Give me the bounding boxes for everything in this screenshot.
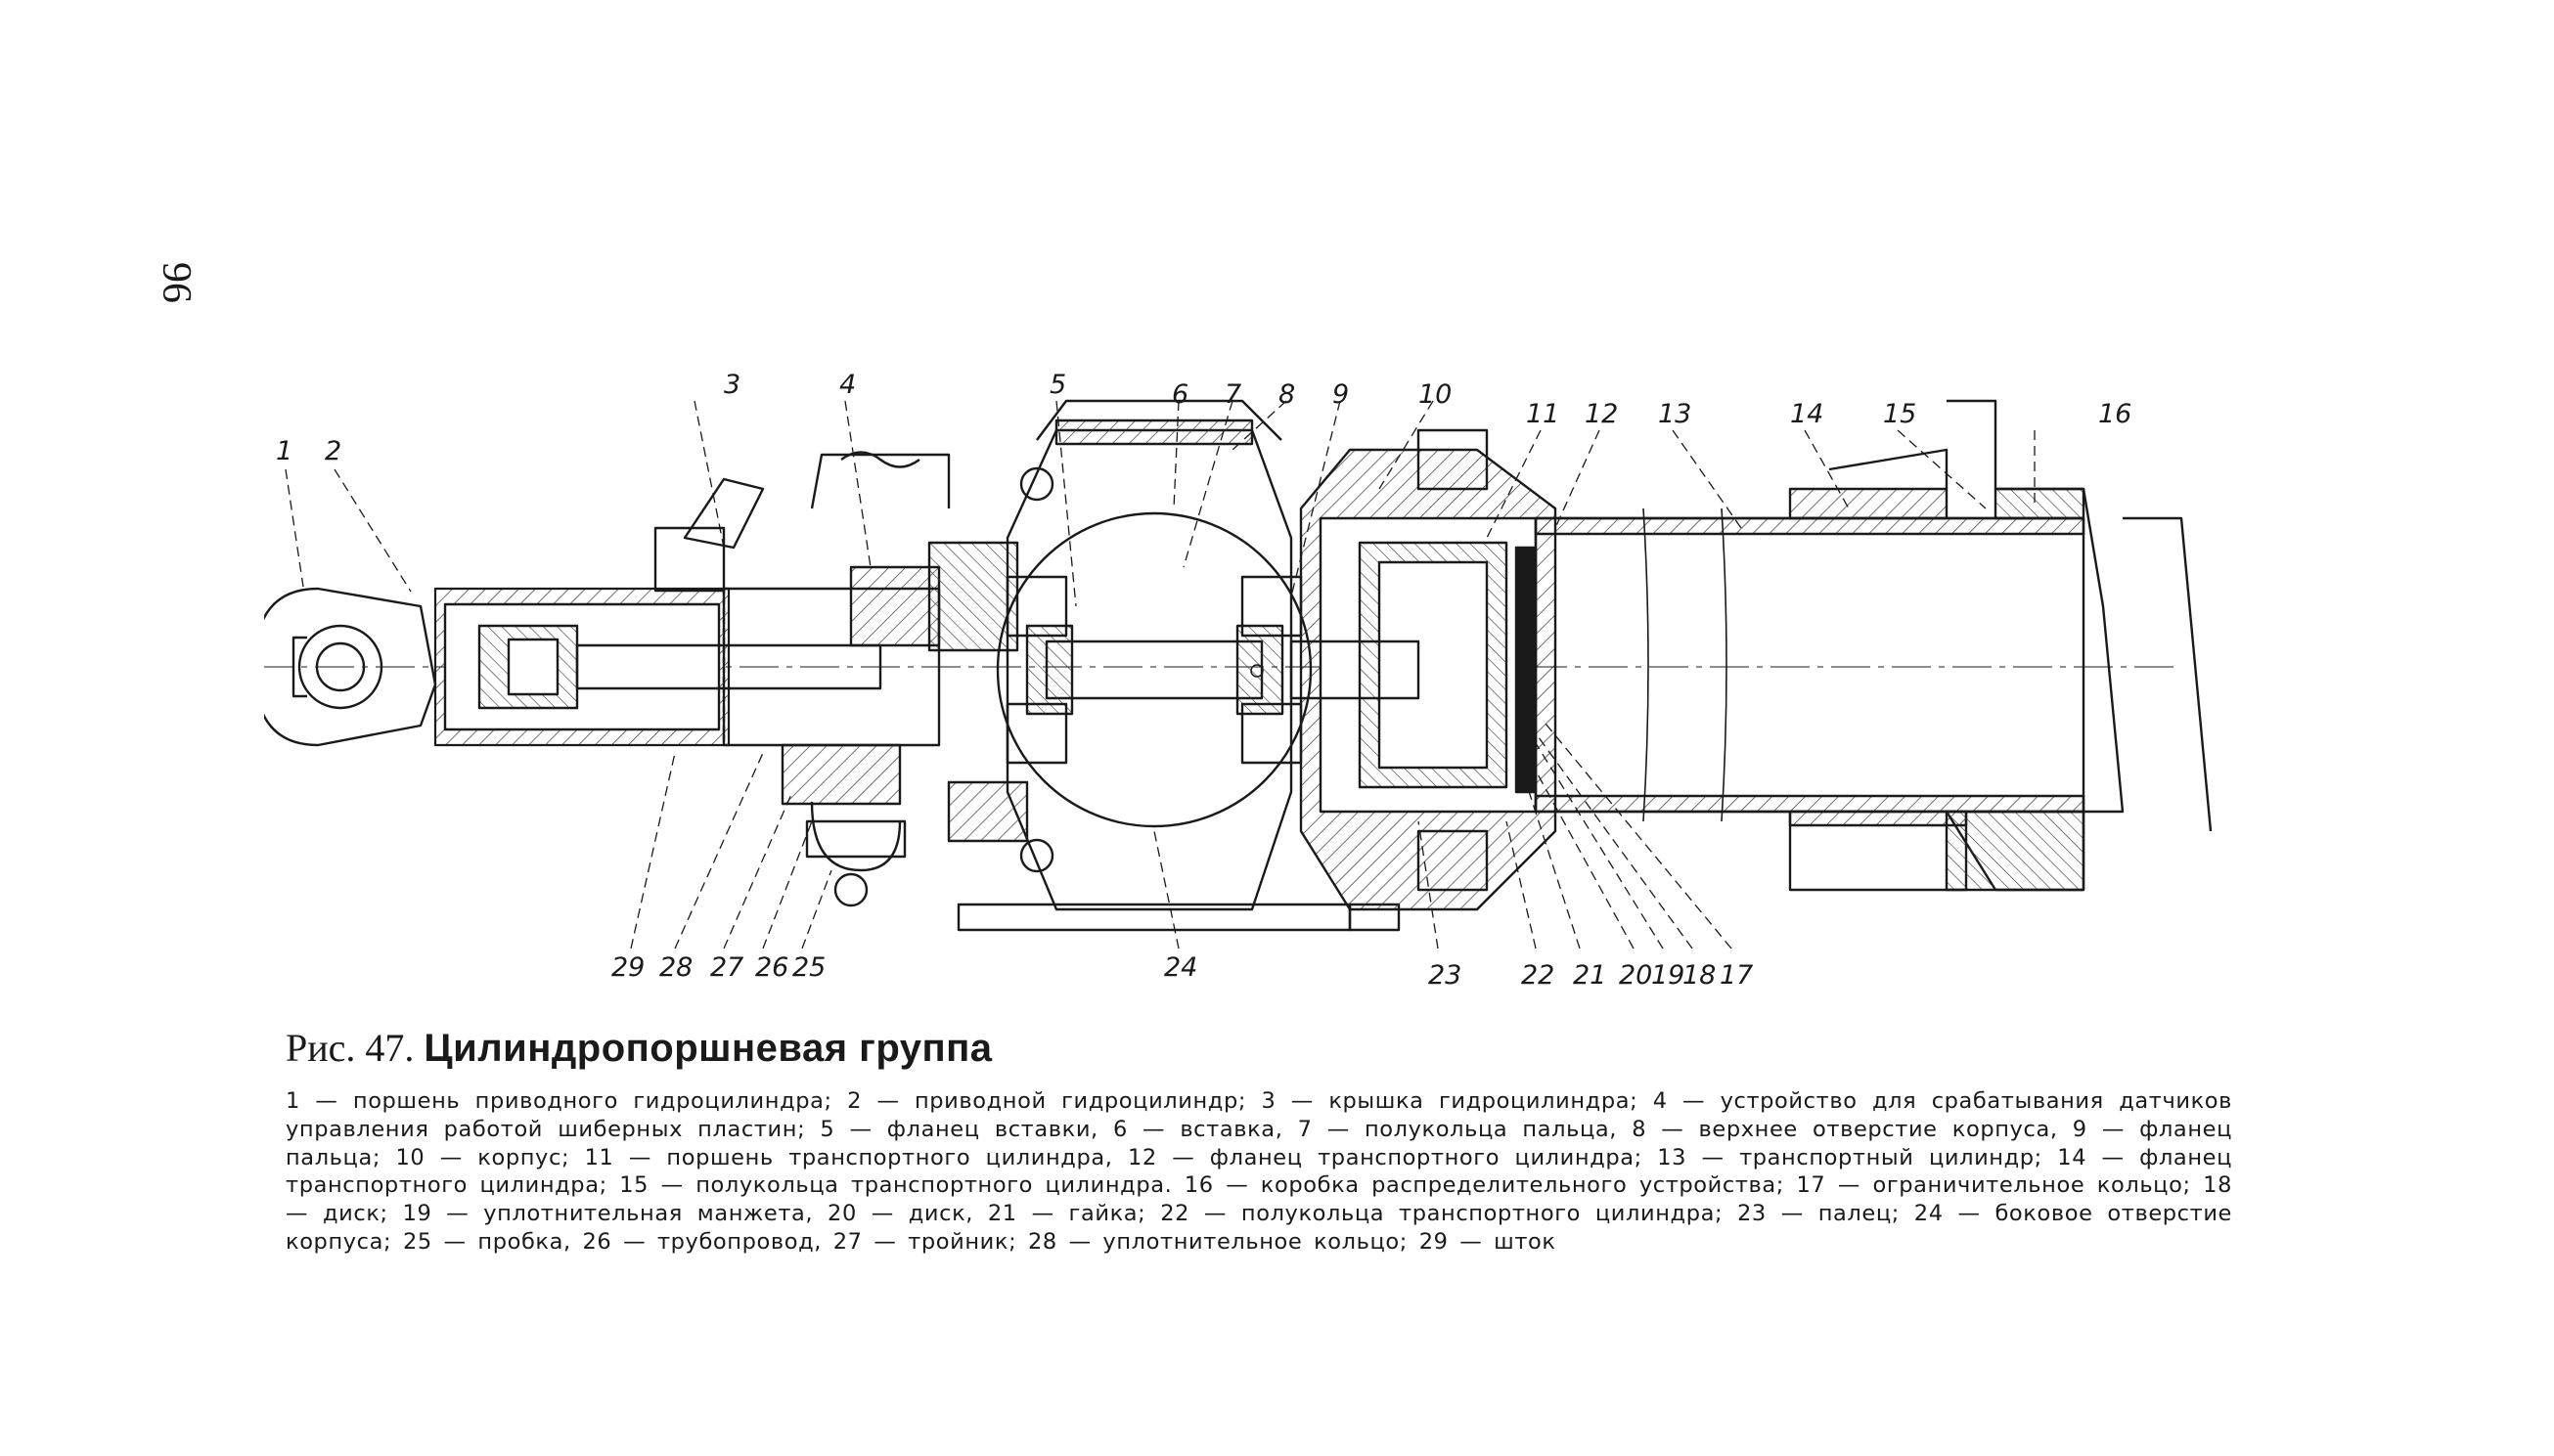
- figure-caption: Рис. 47. Цилиндропоршневая группа: [286, 1025, 993, 1071]
- callout-19: 19: [1651, 960, 1684, 991]
- cylinder-piston-assembly-drawing: 1 2 3 4 5 6 7 8 9 10 11 12 13 14 15 16 2…: [264, 370, 2213, 991]
- callout-23: 23: [1428, 960, 1461, 991]
- callout-22: 22: [1521, 960, 1554, 991]
- callout-29: 29: [611, 952, 645, 983]
- figure-number: Рис. 47.: [286, 1026, 415, 1070]
- callout-21: 21: [1573, 960, 1606, 991]
- callout-2: 2: [325, 436, 341, 466]
- page-number: 96: [154, 262, 199, 303]
- callout-16: 16: [2098, 399, 2131, 429]
- callout-4: 4: [839, 370, 856, 400]
- callout-5: 5: [1050, 370, 1066, 400]
- callout-10: 10: [1418, 379, 1452, 410]
- callout-12: 12: [1585, 399, 1618, 429]
- callout-1: 1: [276, 436, 292, 466]
- callout-27: 27: [710, 952, 743, 983]
- callout-20: 20: [1619, 960, 1652, 991]
- callout-17: 17: [1720, 960, 1753, 991]
- callout-25: 25: [792, 952, 826, 983]
- callout-11: 11: [1526, 399, 1559, 429]
- callout-26: 26: [755, 952, 788, 983]
- callout-24: 24: [1164, 952, 1197, 983]
- figure-title: Цилиндропоршневая группа: [424, 1027, 993, 1070]
- callout-14: 14: [1790, 399, 1823, 429]
- callout-18: 18: [1682, 960, 1716, 991]
- callout-13: 13: [1658, 399, 1691, 429]
- callout-9: 9: [1332, 379, 1349, 410]
- callout-3: 3: [724, 370, 740, 400]
- callout-6: 6: [1172, 379, 1188, 410]
- figure-legend: 1 — поршень приводного гидроцилиндра; 2 …: [286, 1088, 2232, 1255]
- callout-8: 8: [1278, 379, 1295, 410]
- callout-15: 15: [1883, 399, 1916, 429]
- callout-28: 28: [659, 952, 693, 983]
- callout-7: 7: [1225, 379, 1241, 410]
